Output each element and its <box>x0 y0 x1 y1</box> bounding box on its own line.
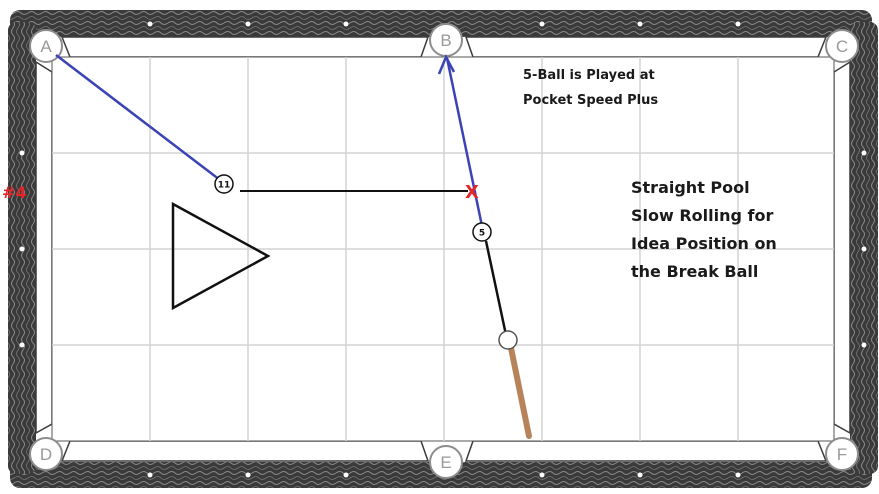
shot-note-line-1: 5-Ball is Played at <box>523 68 655 83</box>
pocket-c: C <box>825 29 859 63</box>
pocket-b: B <box>429 23 463 57</box>
arrow-head-icon <box>437 54 456 75</box>
table-grid <box>52 57 834 441</box>
diagram-title: Straight Pool Slow Rolling for Idea Posi… <box>631 178 777 281</box>
cue-stick <box>508 345 532 439</box>
ball-eleven: 11 <box>214 174 234 194</box>
svg-text:C: C <box>836 37 848 56</box>
pocket-d: D <box>29 437 63 471</box>
five-ball-path <box>445 57 484 227</box>
svg-text:11: 11 <box>218 181 231 191</box>
title-line-4: the Break Ball <box>631 262 758 281</box>
svg-text:B: B <box>440 31 451 50</box>
svg-text:5: 5 <box>479 229 485 239</box>
pocket-a: A <box>29 29 63 63</box>
cue-ball-path <box>484 240 508 336</box>
pocket-e: E <box>429 445 463 479</box>
title-line-1: Straight Pool <box>631 178 750 197</box>
ball-five: 5 <box>472 222 492 242</box>
pocket-f: F <box>825 437 859 471</box>
diagram-number: #4 <box>2 183 27 202</box>
svg-text:F: F <box>837 445 847 464</box>
contact-mark: X <box>465 182 479 203</box>
cue-ball <box>498 330 518 350</box>
rack-triangle <box>171 201 271 311</box>
title-line-2: Slow Rolling for <box>631 206 773 225</box>
svg-text:A: A <box>40 37 52 56</box>
rail-diamonds <box>19 21 867 478</box>
title-line-3: Idea Position on <box>631 234 777 253</box>
eleven-ball-path <box>55 54 221 181</box>
svg-text:D: D <box>40 445 52 464</box>
table-cushions <box>35 36 851 462</box>
svg-text:E: E <box>440 453 451 472</box>
shot-note-line-2: Pocket Speed Plus <box>523 93 658 108</box>
shot-note: 5-Ball is Played at Pocket Speed Plus <box>523 68 658 108</box>
